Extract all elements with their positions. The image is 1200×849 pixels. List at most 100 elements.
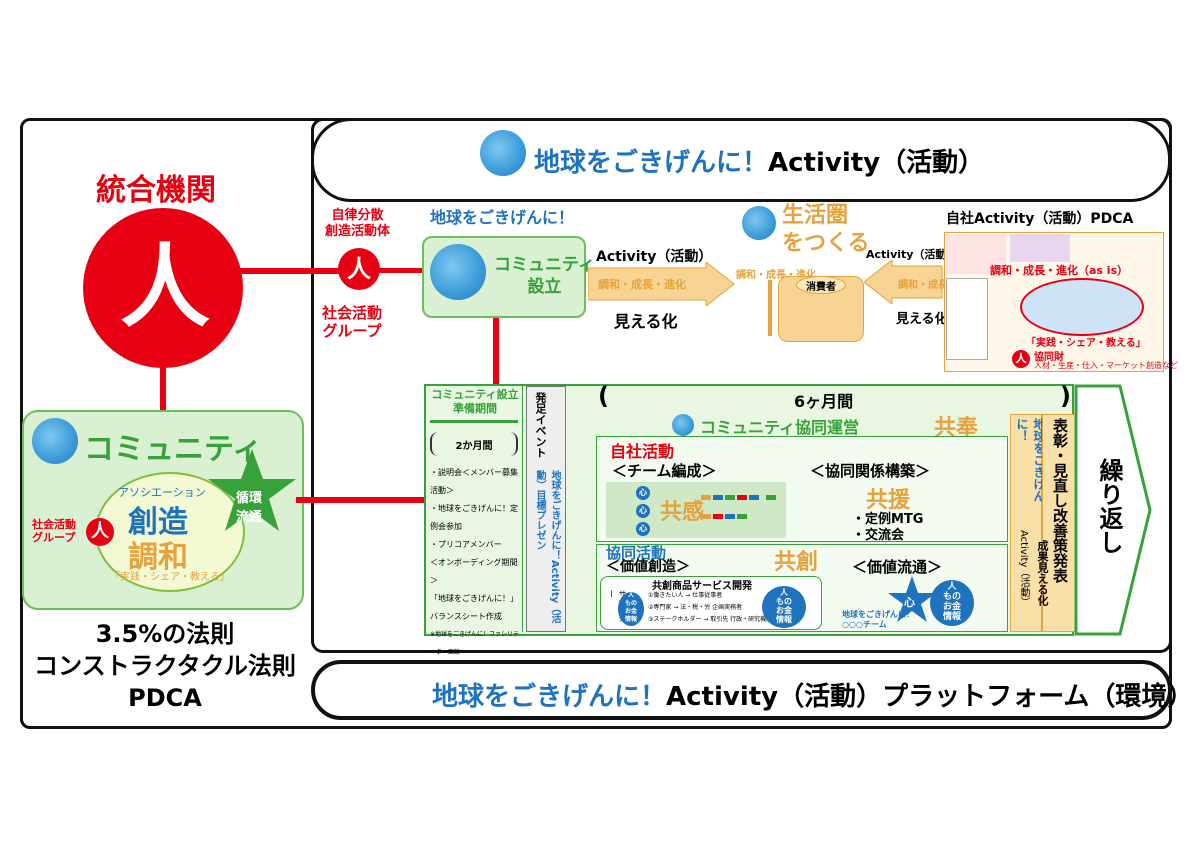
kyoso-label: 共創 bbox=[774, 550, 819, 575]
pdca-cell bbox=[946, 234, 1006, 274]
right-arrow-icon bbox=[588, 262, 735, 306]
kachi-ryutsu-label: ＜価値流通＞ bbox=[852, 558, 943, 576]
kokoro-label: 心 bbox=[904, 596, 915, 609]
prep-item: 「地球をごきげんに！」 bbox=[430, 594, 518, 603]
mieru-label-2: 見える化 bbox=[896, 312, 948, 327]
souzou-text: 創造 bbox=[128, 505, 188, 540]
seikatsu-label: 生活圏 をつくる bbox=[782, 203, 870, 256]
activity-label-2: Activity（活動） bbox=[866, 248, 958, 261]
kaihatsu-label: 共創商品サービス開発 bbox=[652, 581, 752, 592]
seika-label: 成果見える化 bbox=[1036, 540, 1049, 606]
kaihatsu-line: ①働きたい人 → 仕事従事者 bbox=[648, 592, 723, 599]
flow-line bbox=[768, 280, 772, 336]
earth-logo-icon bbox=[672, 414, 694, 436]
pdca-note: 人材・生産・仕入・マーケット創造など bbox=[1034, 361, 1178, 370]
hito-icon: 人 bbox=[120, 235, 210, 340]
social-group-label: 社会活動 グループ bbox=[32, 518, 76, 544]
chikyu-label: 地球をごきげんに！ bbox=[430, 208, 575, 227]
presen-label: 地球をごきげんに！Activity（活動）目標プレゼン bbox=[534, 470, 560, 624]
consumer-label: 消費者 bbox=[806, 282, 836, 293]
hito-small-icon: 人 bbox=[1012, 350, 1030, 368]
hito-small-icon: 人 bbox=[338, 248, 380, 290]
prep-item: ※地球をごきげんに！ファシリテーター面談 bbox=[430, 631, 520, 656]
association-label: アソシエーション bbox=[118, 486, 206, 499]
prep-items: ・説明会＜メンバー募集活動＞ ・地球をごきげんに！定例会参加 ・プリコアメンバー… bbox=[430, 464, 522, 662]
team-label: ＜チーム編成＞ bbox=[612, 462, 717, 480]
event-label: 発足イベント bbox=[534, 392, 547, 458]
jissen-text: 「実践・シェア・教える」 bbox=[110, 572, 230, 583]
community-setup-label: コミュニティ 設立 bbox=[494, 255, 595, 297]
mieru-label: 見える化 bbox=[614, 312, 678, 331]
earth-logo-icon bbox=[32, 418, 78, 464]
vertical-rest: Activity（活動） bbox=[1018, 530, 1029, 608]
teirei-label: ・定例MTG bbox=[852, 512, 924, 527]
kyodo-katsudo-label: 協同活動 bbox=[606, 544, 667, 562]
hyosho-label: 表彰・見直し改善策発表 bbox=[1051, 418, 1069, 583]
header-banner bbox=[311, 118, 1171, 202]
kyoen-label: 共援 bbox=[866, 488, 911, 513]
kaihatsu-line: ③ステークホルダー → 取引先 行政・研究機関 bbox=[648, 616, 773, 623]
hito-small-icon: 人 bbox=[86, 518, 114, 546]
rule-1: 3.5%の法則 bbox=[95, 620, 235, 648]
pdca-title: 自社Activity（活動）PDCA bbox=[946, 211, 1134, 227]
earth-logo-icon bbox=[430, 244, 486, 300]
footer-banner bbox=[311, 660, 1172, 720]
kankei-label: ＜協同関係構築＞ bbox=[810, 462, 931, 480]
bracket-left: ( bbox=[598, 382, 609, 410]
rule-2: コンストラクタクル法則 bbox=[34, 652, 296, 680]
kokoro-icon: 心 bbox=[636, 486, 650, 500]
header-title: 地球をごきげんに！Activity（活動） bbox=[534, 148, 985, 178]
star-icon bbox=[888, 576, 936, 622]
prep-item: バランスシート作成 bbox=[430, 612, 502, 621]
consumer-cylinder bbox=[778, 276, 864, 342]
kurikaeshi-label: 繰り返し bbox=[1095, 458, 1123, 554]
pdca-cell bbox=[1010, 234, 1070, 262]
association-oval bbox=[95, 472, 245, 592]
double-arrow-line bbox=[430, 420, 518, 423]
period-label: 6ヶ月間 bbox=[794, 392, 854, 411]
color-cells bbox=[700, 486, 780, 524]
connector-line bbox=[240, 268, 340, 274]
star-text-1: 循環 bbox=[236, 491, 263, 506]
repeat-arrow-icon bbox=[1074, 384, 1152, 636]
prep-title: コミュニティ設立 準備期間 bbox=[431, 388, 519, 415]
autonomous-label: 自律分散 創造活動体 bbox=[325, 208, 391, 239]
earth-logo-icon bbox=[480, 130, 526, 176]
kyodo-unei-label: コミュニティ協同運営 bbox=[700, 418, 860, 437]
rules-list: 3.5%の法則 コンストラクタクル法則 PDCA bbox=[20, 618, 310, 714]
kokoro-icon: 心 bbox=[636, 504, 650, 518]
koryu-label: ・交流会 bbox=[852, 528, 905, 543]
person-circle: 人 もの お金 情報 bbox=[618, 592, 644, 626]
star-text-2: 流通 bbox=[236, 510, 263, 525]
chowa-label-2: 調和・成長・進化 bbox=[736, 270, 816, 281]
prep-months: 2か月間 bbox=[455, 441, 493, 452]
team-label-2: 地球をごきげんに！ ○○○チーム bbox=[842, 610, 914, 629]
months-bracket bbox=[430, 432, 518, 456]
connector-line bbox=[493, 318, 499, 384]
pdca-kyodo: 協同財 bbox=[1034, 352, 1064, 363]
chowa-label-3: 調和・成長・進化 bbox=[898, 280, 978, 291]
jisha-label: 自社活動 bbox=[610, 442, 675, 461]
connector-line bbox=[296, 497, 424, 503]
community-label: コミュニティ bbox=[84, 432, 263, 467]
integrated-title: 統合機関 bbox=[96, 173, 216, 208]
prep-item: ＜オンボーディング期間＞ bbox=[430, 558, 518, 585]
earth-logo-icon bbox=[742, 206, 776, 240]
event-column bbox=[526, 386, 566, 632]
person-circle: 人 もの お金 情報 bbox=[930, 580, 974, 626]
connector-line bbox=[160, 366, 166, 412]
pdca-chowa: 調和・成長・進化（as is） bbox=[990, 264, 1129, 277]
star-icon bbox=[208, 449, 296, 531]
prep-item: ・地球をごきげんに！定例会参加 bbox=[430, 504, 518, 531]
bracket-right: ) bbox=[1060, 382, 1071, 410]
footer-title: 地球をごきげんに！Activity（活動）プラットフォーム（環境） bbox=[432, 682, 1194, 712]
chowa-label: 調和・成長・進化 bbox=[598, 278, 686, 291]
kokoro-icon: 心 bbox=[636, 522, 650, 536]
prep-item: ・説明会＜メンバー募集活動＞ bbox=[430, 468, 518, 495]
hito-circle bbox=[83, 208, 243, 368]
pdca-oval bbox=[1020, 278, 1144, 336]
vertical-panel bbox=[1010, 414, 1042, 632]
social-group-label: 社会活動 グループ bbox=[322, 304, 383, 340]
pdca-cell bbox=[946, 278, 988, 360]
consumer-top bbox=[796, 276, 846, 294]
